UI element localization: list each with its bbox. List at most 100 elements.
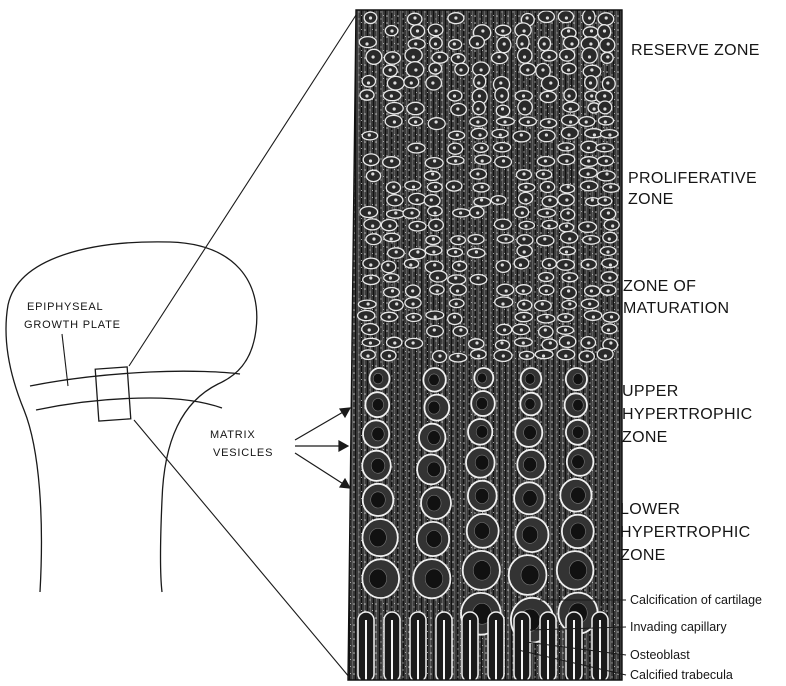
cell-nucleus [522,172,525,175]
chondrocyte [561,127,578,139]
cell-nucleus [476,172,479,175]
chondrocyte [517,35,529,50]
cell-nucleus [502,354,505,357]
cell-nucleus [370,528,387,547]
cell-nucleus [568,237,571,240]
cell-nucleus [496,198,499,201]
cell-nucleus [548,198,551,201]
cell-nucleus [364,315,367,318]
cell-nucleus [475,455,489,470]
cell-nucleus [611,224,614,227]
zone-maturation-line2: MATURATION [623,300,729,317]
cell-nucleus [522,341,525,344]
cell-nucleus [478,94,481,97]
chondrocyte [519,192,533,204]
cell-nucleus [414,120,417,123]
cell-nucleus [567,185,570,188]
cell-nucleus [589,42,592,45]
cell-nucleus [543,237,546,240]
cell-nucleus [428,401,440,414]
chondrocyte [514,258,529,269]
cell-nucleus [571,523,586,540]
cell-nucleus [372,398,383,411]
cell-nucleus [367,302,370,305]
cell-nucleus [395,302,398,305]
cell-nucleus [524,198,527,201]
cell-nucleus [567,211,570,214]
cell-nucleus [453,42,456,45]
cell-nucleus [519,263,522,266]
cell-nucleus [545,133,548,136]
chondrocyte [597,348,613,360]
cell-nucleus [476,107,479,110]
cell-nucleus [476,397,487,409]
cell-nucleus [522,289,525,292]
zone-upper-line3: ZONE [622,429,668,446]
label-capillary: Invading capillary [630,620,727,634]
cell-nucleus [368,133,371,136]
cell-nucleus [478,373,487,383]
cell-nucleus [457,354,460,357]
cell-nucleus [608,133,611,136]
cell-nucleus [548,55,551,58]
cell-nucleus [501,29,504,32]
chondrocyte [559,336,575,348]
cell-nucleus [544,159,547,162]
cell-nucleus [504,237,507,240]
cell-nucleus [459,211,462,214]
cell-nucleus [590,94,593,97]
cell-nucleus [414,42,417,45]
histology-panel [340,8,630,684]
cell-nucleus [501,263,504,266]
chondrocyte [382,261,396,273]
cell-nucleus [394,198,397,201]
cell-nucleus [542,354,545,357]
chondrocyte [558,154,575,164]
chondrocyte [428,118,445,130]
cell-nucleus [456,289,459,292]
growth-plate-leader [62,334,68,386]
cell-nucleus [569,561,586,580]
cell-nucleus [434,211,437,214]
cell-nucleus [456,107,459,110]
zone-upper-line2: HYPERTROPHIC [622,406,752,423]
chondrocyte [494,219,511,229]
cell-nucleus [566,146,569,149]
growth-plate-band-upper [30,371,240,386]
label-trabecula: Calcified trabecula [630,668,733,682]
chondrocyte [362,76,375,87]
cell-nucleus [389,276,392,279]
cell-nucleus [502,159,505,162]
cell-nucleus [572,426,583,438]
cell-nucleus [569,120,572,123]
cell-nucleus [369,276,372,279]
cell-nucleus [586,224,589,227]
cell-nucleus [438,354,441,357]
cell-nucleus [500,94,503,97]
cell-nucleus [457,237,460,240]
cell-nucleus [475,488,489,503]
cell-nucleus [592,315,595,318]
cell-nucleus [372,55,375,58]
cell-nucleus [573,399,584,411]
cell-nucleus [564,263,567,266]
chondrocyte [471,128,487,139]
cell-nucleus [395,250,398,253]
cell-nucleus [593,107,596,110]
cell-nucleus [604,120,607,123]
cell-nucleus [388,354,391,357]
cell-nucleus [543,42,546,45]
cell-nucleus [603,107,606,110]
cell-nucleus [386,263,389,266]
cell-nucleus [481,185,484,188]
cell-nucleus [607,211,610,214]
cell-nucleus [478,133,481,136]
cell-nucleus [416,29,419,32]
cell-nucleus [520,42,523,45]
cell-nucleus [593,133,596,136]
cell-nucleus [369,16,372,19]
chondrocyte [364,219,381,230]
cell-nucleus [522,94,525,97]
cell-nucleus [500,146,503,149]
cell-nucleus [452,185,455,188]
